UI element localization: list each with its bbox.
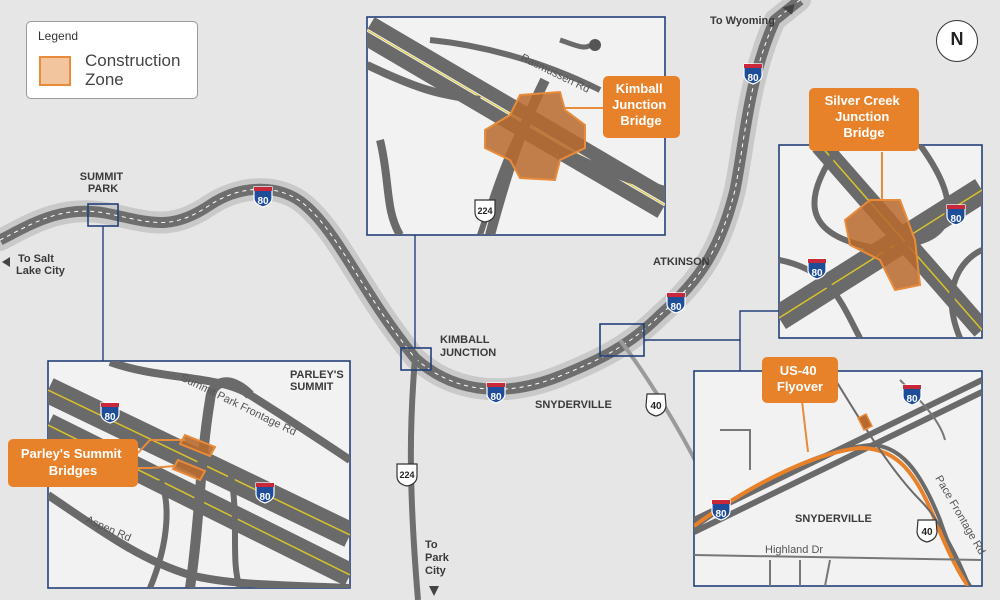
svg-text:80: 80 xyxy=(906,394,918,405)
svg-text:80: 80 xyxy=(490,392,502,403)
highland-dr-label: Highland Dr xyxy=(765,544,823,556)
parleys-callout-label: Parley's Summit Bridges xyxy=(21,446,125,478)
us40-shield-icon: 40 xyxy=(916,519,938,543)
i80-shield-icon: 80 xyxy=(255,482,275,504)
parleys-summit-area-label: PARLEY'S SUMMIT xyxy=(290,369,347,393)
atkinson-label: ATKINSON xyxy=(653,256,710,268)
to-park-city-arrow-icon xyxy=(429,586,439,596)
legend-title: Legend xyxy=(38,29,79,43)
cul-de-sac-icon xyxy=(589,39,601,51)
i80-shield-icon: 80 xyxy=(666,292,686,314)
construction-zone-swatch xyxy=(39,56,71,86)
construction-zone-label: Construction Zone xyxy=(85,51,181,89)
to-slc-label: To Salt Lake City xyxy=(16,253,66,277)
i80-shield-icon: 80 xyxy=(807,258,827,280)
kimball-junction-label: KIMBALL JUNCTION xyxy=(440,334,496,359)
kimball-junction-inset[interactable]: Rasmussen Rd 224 Kimball Junction Bridge xyxy=(366,16,680,236)
north-arrow-icon: N xyxy=(936,20,978,62)
i80-shield-icon: 80 xyxy=(743,63,763,85)
sr224-shield-icon: 224 xyxy=(396,463,418,487)
snyderville-label: SNYDERVILLE xyxy=(535,399,612,411)
svg-text:80: 80 xyxy=(259,492,271,503)
us40-callout[interactable] xyxy=(762,357,838,403)
to-wyoming-label: To Wyoming xyxy=(710,15,775,27)
to-park-city-label: To Park City xyxy=(425,539,452,577)
parleys-callout[interactable] xyxy=(8,439,138,487)
i80-shield-icon: 80 xyxy=(946,204,966,226)
svg-text:40: 40 xyxy=(921,527,933,538)
us40-flyover-inset[interactable]: SNYDERVILLE Highland Dr Pace Frontage Rd… xyxy=(693,357,987,587)
i80-shield-icon: 80 xyxy=(100,402,120,424)
i80-shield-icon: 80 xyxy=(902,384,922,406)
svg-text:80: 80 xyxy=(670,302,682,313)
svg-text:80: 80 xyxy=(104,412,116,423)
silver-creek-inset[interactable]: 80 80 Silver Creek Junction Bridge xyxy=(778,88,983,339)
snyderville-inset-label: SNYDERVILLE xyxy=(795,513,872,525)
i80-shield-icon: 80 xyxy=(486,382,506,404)
i80-shield-icon: 80 xyxy=(711,499,731,521)
svg-text:224: 224 xyxy=(399,470,414,480)
silver-creek-construction-zone[interactable] xyxy=(843,199,922,292)
compass-letter: N xyxy=(950,29,964,49)
svg-text:80: 80 xyxy=(950,214,962,225)
us40-bridge-zone[interactable] xyxy=(856,412,874,432)
silver-creek-callout[interactable] xyxy=(809,88,919,151)
us40-flyover-construction-zone[interactable] xyxy=(694,445,970,586)
kimball-callout[interactable] xyxy=(603,76,680,138)
sr224-road xyxy=(407,357,421,600)
i80-shield-icon: 80 xyxy=(253,186,273,208)
kimball-callout-label: Kimball Junction Bridge xyxy=(612,81,670,128)
svg-text:40: 40 xyxy=(650,401,662,412)
svg-text:80: 80 xyxy=(715,509,727,520)
us40-callout-label: US-40 Flyover xyxy=(777,363,823,394)
svg-text:80: 80 xyxy=(811,268,823,279)
kimball-construction-zone[interactable] xyxy=(484,90,586,182)
to-slc-arrow-icon xyxy=(2,257,10,267)
to-wyoming-arrow-icon xyxy=(782,4,795,15)
connector-silver-creek xyxy=(644,310,779,341)
svg-text:80: 80 xyxy=(747,73,759,84)
silver-creek-callout-label: Silver Creek Junction Bridge xyxy=(825,93,904,140)
i80-highway xyxy=(0,0,811,401)
svg-text:80: 80 xyxy=(257,196,269,207)
sr224-shield-icon: 224 xyxy=(474,199,496,223)
us40-shield-icon: 40 xyxy=(645,393,667,417)
kimball-junction-marker[interactable] xyxy=(400,347,432,371)
parleys-summit-inset[interactable]: Summit Park Frontage Rd Aspen Rd PARLEY'… xyxy=(8,360,351,589)
legend: Legend Construction Zone xyxy=(26,21,198,99)
svg-text:224: 224 xyxy=(477,206,492,216)
summit-park-label: SUMMIT PARK xyxy=(80,171,126,195)
